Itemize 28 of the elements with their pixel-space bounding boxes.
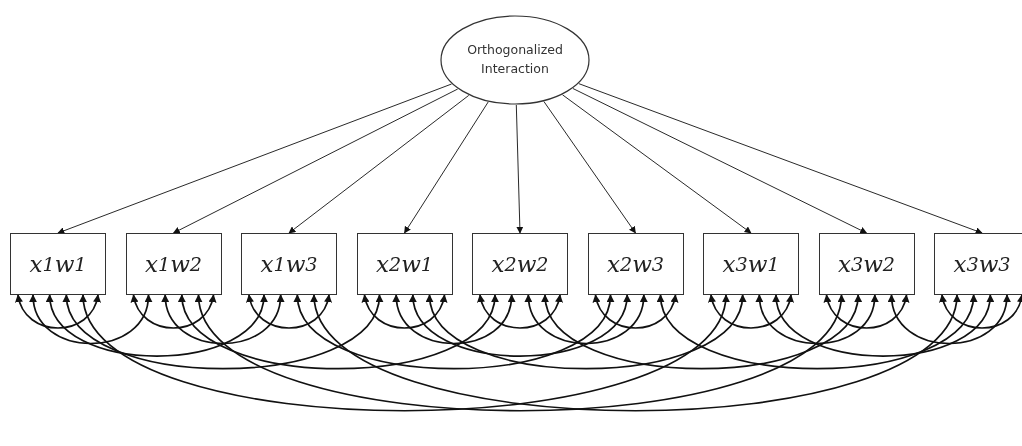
covariance-arc xyxy=(888,294,1010,345)
variance-arc xyxy=(940,294,1022,329)
covariance-arc xyxy=(410,294,630,357)
variance-arc xyxy=(478,294,562,329)
covariance-arc xyxy=(658,294,976,370)
variance-arc xyxy=(131,294,216,329)
covariance-arc xyxy=(756,294,878,345)
covariance-arc xyxy=(197,294,843,412)
covariance-arc xyxy=(773,294,993,357)
node-label: Orthogonalized Interaction xyxy=(466,41,564,78)
covariance-arc xyxy=(81,294,728,412)
covariance-arc xyxy=(179,294,497,370)
variance-arc xyxy=(824,294,909,329)
variance-arc xyxy=(593,294,678,329)
covariance-arc xyxy=(543,294,861,370)
covariance-arc xyxy=(295,294,613,370)
covariance-arc xyxy=(525,294,647,345)
covariance-arc xyxy=(393,294,515,345)
covariance-arc xyxy=(427,294,745,370)
covariance-arc xyxy=(30,294,152,345)
variance-arc xyxy=(709,294,793,329)
variance-arc xyxy=(362,294,447,329)
variance-arc xyxy=(247,294,331,329)
variance-arc xyxy=(16,294,100,329)
covariance-arc xyxy=(312,294,959,412)
covariance-arc xyxy=(162,294,284,345)
covariance-arc xyxy=(64,294,382,370)
covariance-arc xyxy=(47,294,267,357)
